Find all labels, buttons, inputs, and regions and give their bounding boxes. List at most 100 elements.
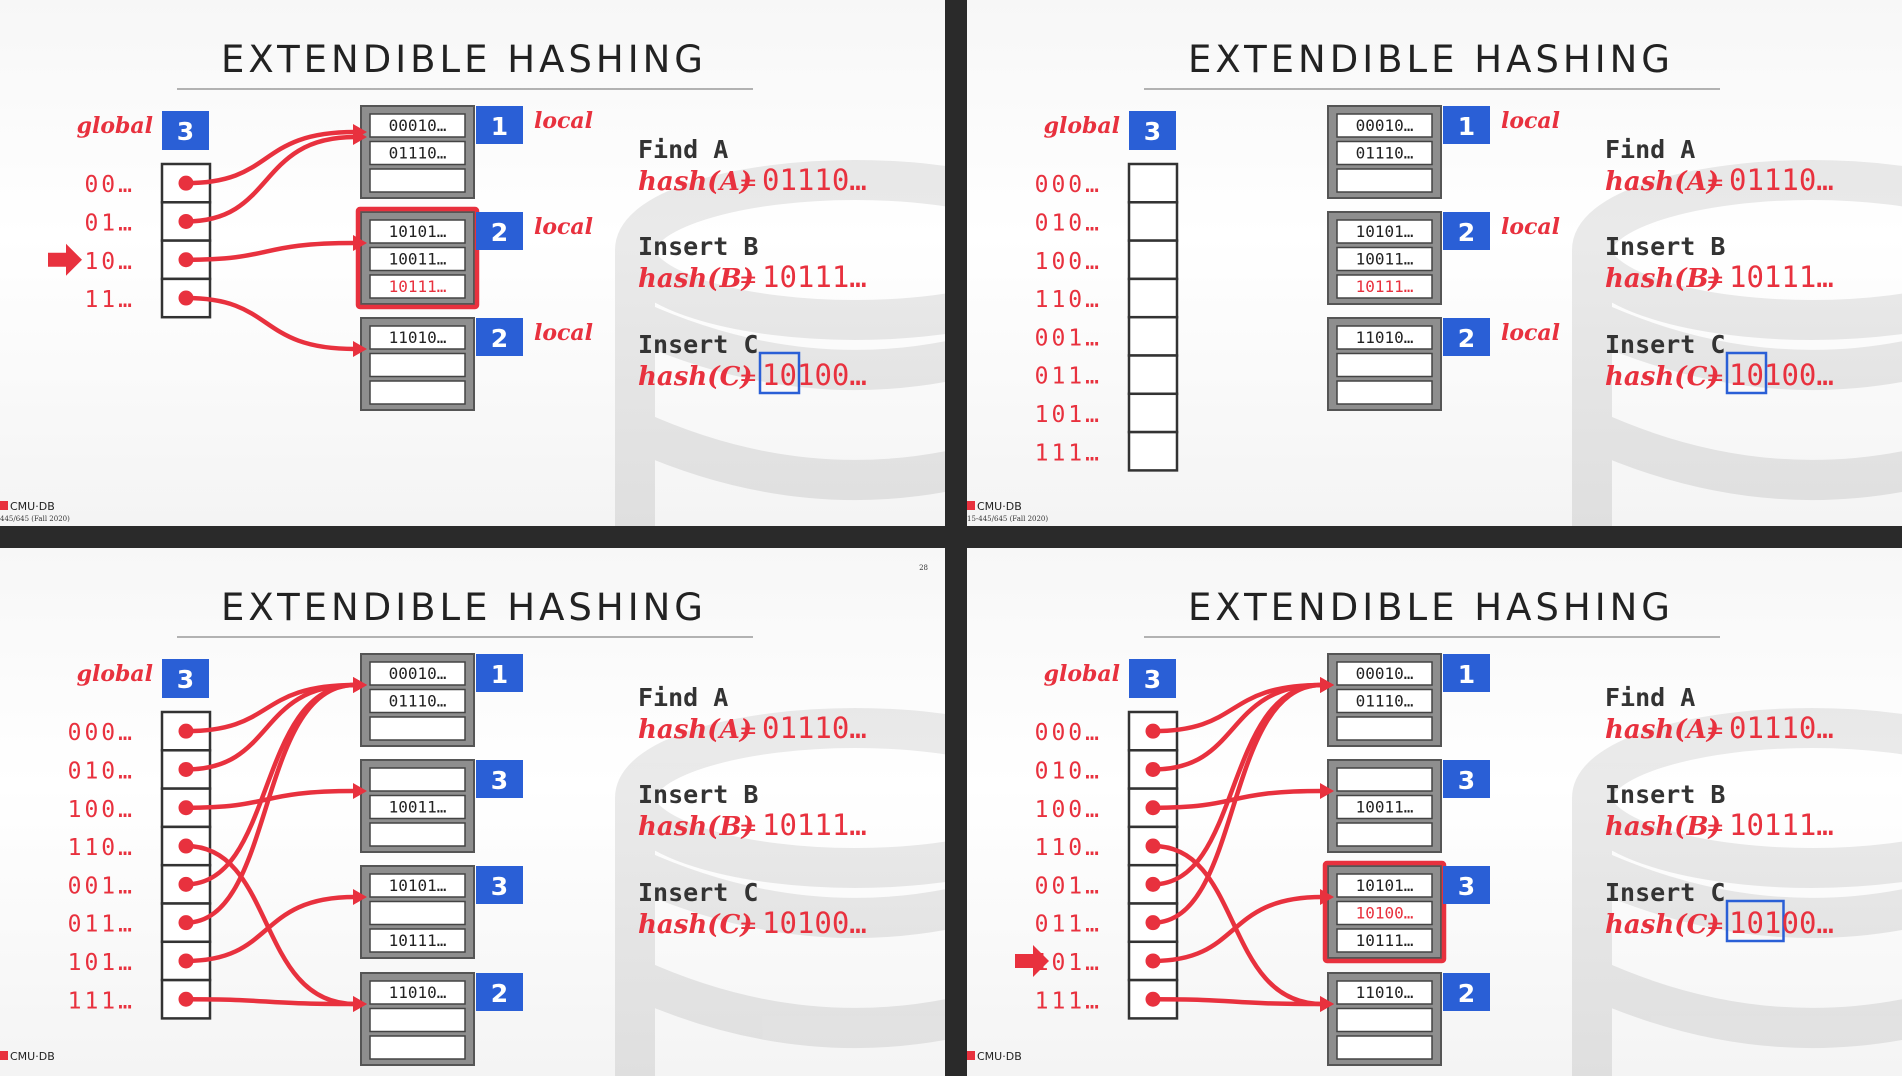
directory-pointer [185, 682, 356, 887]
directory-pointer [185, 682, 356, 772]
pointer-dot [1145, 838, 1161, 854]
bucket: 10101…10111…3 [360, 865, 523, 959]
op-hash-value: 01110… [1729, 711, 1834, 745]
bucket-entry: 10101… [1356, 222, 1414, 241]
pointer-dot [1145, 991, 1161, 1007]
pointer-arrowhead-icon [353, 129, 367, 145]
op-equals: = [739, 816, 757, 841]
op-hash-value: 01110… [762, 711, 867, 745]
local-label: local [534, 108, 593, 134]
database-watermark-icon [1572, 708, 1902, 1076]
op-heading: Insert B [1605, 232, 1725, 261]
op-heading: Insert B [1605, 780, 1725, 809]
bucket-entry: 10011… [389, 250, 447, 269]
cmu-db-logo-icon [0, 1051, 8, 1060]
local-depth: 3 [1458, 766, 1475, 795]
op-heading: Insert C [1605, 330, 1725, 359]
bucket-entry: 11010… [1356, 983, 1414, 1002]
directory-pointer [185, 129, 356, 186]
pointer-dot [178, 915, 194, 931]
op-hash-suffix: 100… [1764, 358, 1834, 392]
local-label: local [534, 320, 593, 346]
directory-pointer [185, 843, 356, 1007]
slide-title: EXTENDIBLE HASHING [221, 586, 707, 629]
directory-label: 000… [68, 720, 135, 746]
directory-pointer [1152, 894, 1323, 964]
bucket-entry: 00010… [389, 664, 447, 683]
bucket-entry: 11010… [389, 328, 447, 347]
pointer-arrowhead-icon [353, 783, 367, 799]
bucket: 11010…2 [360, 972, 523, 1066]
directory-label: 010… [68, 758, 135, 784]
directory-pointer [185, 240, 356, 262]
directory-slot: 010… [1035, 201, 1179, 242]
op-heading: Find A [638, 683, 728, 712]
directory-slot: 000… [1035, 162, 1179, 204]
op-hash-value: 10111… [1729, 260, 1834, 294]
local-depth-box [476, 212, 523, 250]
pointer-dot [178, 761, 194, 777]
directory-pointer [185, 682, 356, 925]
directory-label: 111… [1035, 440, 1102, 466]
directory-pointer [185, 997, 356, 1007]
op-hash-fn: hash(A) [1605, 715, 1719, 745]
local-label: local [534, 214, 593, 240]
pointer-dot [178, 838, 194, 854]
bucket-highlight [1322, 860, 1447, 964]
bucket-entry: 01110… [389, 692, 447, 711]
directory-label: 100… [68, 797, 135, 823]
local-depth: 2 [491, 979, 508, 1008]
directory-slot: 010… [68, 749, 212, 790]
directory-label: 010… [1035, 758, 1102, 784]
op-hash-prefix: 101 [1729, 906, 1781, 940]
directory-label: 111… [1035, 988, 1102, 1014]
pointer-dot [178, 723, 194, 739]
global-depth: 3 [1144, 665, 1161, 694]
op-hash-fn: hash(B) [638, 812, 754, 842]
directory-label: 01… [84, 210, 135, 236]
pointer-dot [178, 252, 194, 268]
pointer-dot [178, 876, 194, 892]
pointer-dot [178, 991, 194, 1007]
op-heading: Insert C [638, 878, 758, 907]
bucket-entry: 10111… [389, 277, 447, 296]
op-hash-value: 01110… [1729, 163, 1834, 197]
footer-logo: CMU·DB [10, 500, 55, 513]
op-equals: = [1706, 719, 1724, 744]
hash-prefix-box [1725, 899, 1785, 943]
op-heading: Find A [1605, 135, 1695, 164]
global-depth: 3 [1144, 117, 1161, 146]
pointer-dot [1145, 953, 1161, 969]
directory-label: 011… [1035, 364, 1102, 390]
database-watermark-icon [615, 160, 945, 526]
global-depth: 3 [177, 117, 194, 146]
slide-title: EXTENDIBLE HASHING [1188, 586, 1674, 629]
hash-prefix-box [1725, 351, 1768, 395]
bucket: 10011… 3 [1327, 759, 1490, 853]
op-equals: = [1706, 914, 1724, 939]
pointer-arrowhead-icon [353, 677, 367, 693]
footer-logo: CMU·DB [10, 1050, 55, 1063]
directory-label: 001… [1035, 873, 1102, 899]
op-equals: = [739, 719, 757, 744]
directory-slot: 101… [68, 940, 212, 982]
bucket-entry: 10111… [389, 931, 447, 950]
local-depth-box [476, 654, 523, 692]
directory-label: 000… [1035, 720, 1102, 746]
footer-logo: CMU·DB [977, 500, 1022, 513]
op-equals: = [739, 914, 757, 939]
bucket-entry: 10111… [1356, 277, 1414, 296]
local-depth: 3 [1458, 872, 1475, 901]
bucket-entry: 10011… [1356, 798, 1414, 817]
local-depth: 2 [491, 324, 508, 353]
op-hash-suffix: 100… [797, 358, 867, 392]
op-hash-fn: hash(B) [1605, 812, 1721, 842]
directory-pointer [1152, 682, 1323, 772]
